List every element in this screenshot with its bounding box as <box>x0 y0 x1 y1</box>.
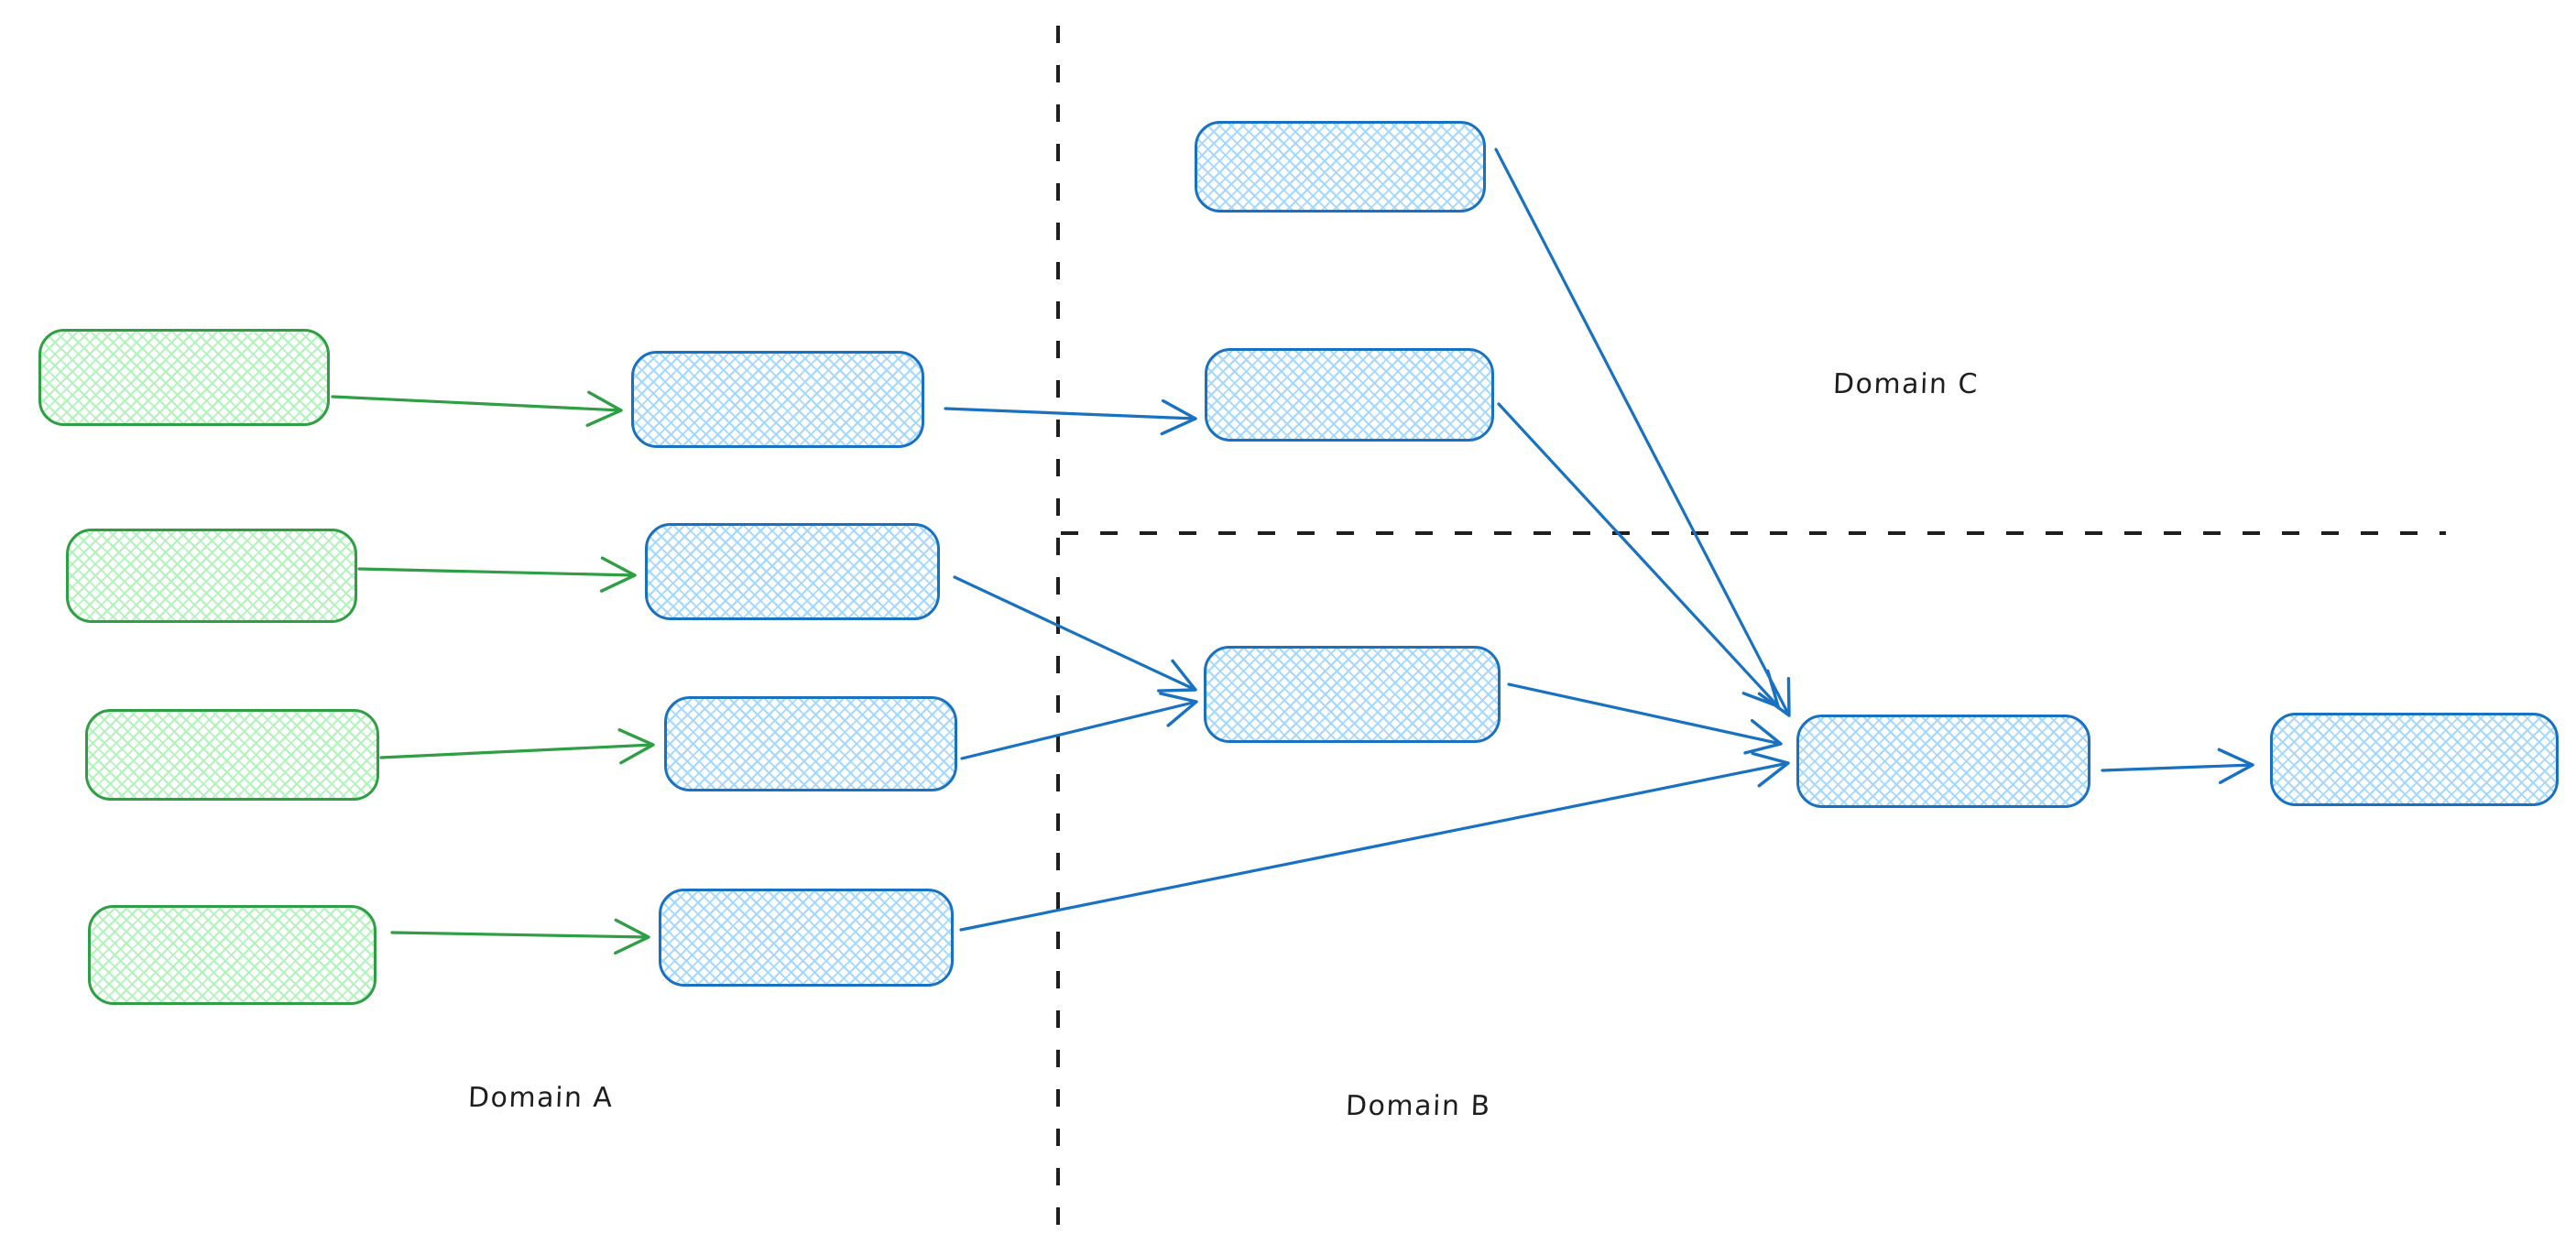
green-node-2[interactable] <box>66 529 357 623</box>
blue-node-a2[interactable] <box>645 523 940 620</box>
blue-node-b-top[interactable] <box>1195 121 1486 213</box>
domain-c-label[interactable]: Domain C <box>1832 368 1980 400</box>
edge-blue-a1-to-b-upper[interactable] <box>944 398 1197 436</box>
edge-green-1-to-a1[interactable] <box>331 390 623 427</box>
green-node-1[interactable] <box>38 329 330 426</box>
blue-node-output[interactable] <box>2270 713 2559 806</box>
blue-node-collector[interactable] <box>1796 715 2090 808</box>
edge-blue-a3-to-b-mid[interactable] <box>960 692 1198 760</box>
blue-node-a4[interactable] <box>659 889 954 987</box>
edge-blue-collector-to-output[interactable] <box>2101 748 2254 785</box>
domain-a-label[interactable]: Domain A <box>467 1082 615 1114</box>
blue-node-b-upper[interactable] <box>1205 348 1494 442</box>
edge-blue-btop-to-collector[interactable] <box>1494 147 1791 717</box>
edge-blue-a4-to-collector[interactable] <box>959 751 1790 932</box>
blue-node-a1[interactable] <box>631 351 924 448</box>
green-node-3[interactable] <box>85 709 379 801</box>
edge-green-2-to-a2[interactable] <box>357 556 637 593</box>
domain-b-label[interactable]: Domain B <box>1345 1090 1492 1122</box>
blue-node-a3[interactable] <box>664 696 957 791</box>
edge-blue-bmid-to-collector[interactable] <box>1507 682 1783 755</box>
edge-green-3-to-a3[interactable] <box>379 728 655 765</box>
edge-blue-bupper-to-collector[interactable] <box>1497 402 1780 708</box>
green-node-4[interactable] <box>88 905 377 1005</box>
blue-node-b-mid[interactable] <box>1204 646 1501 743</box>
edge-blue-a2-to-b-mid[interactable] <box>953 575 1197 693</box>
edge-green-4-to-a4[interactable] <box>390 918 650 955</box>
